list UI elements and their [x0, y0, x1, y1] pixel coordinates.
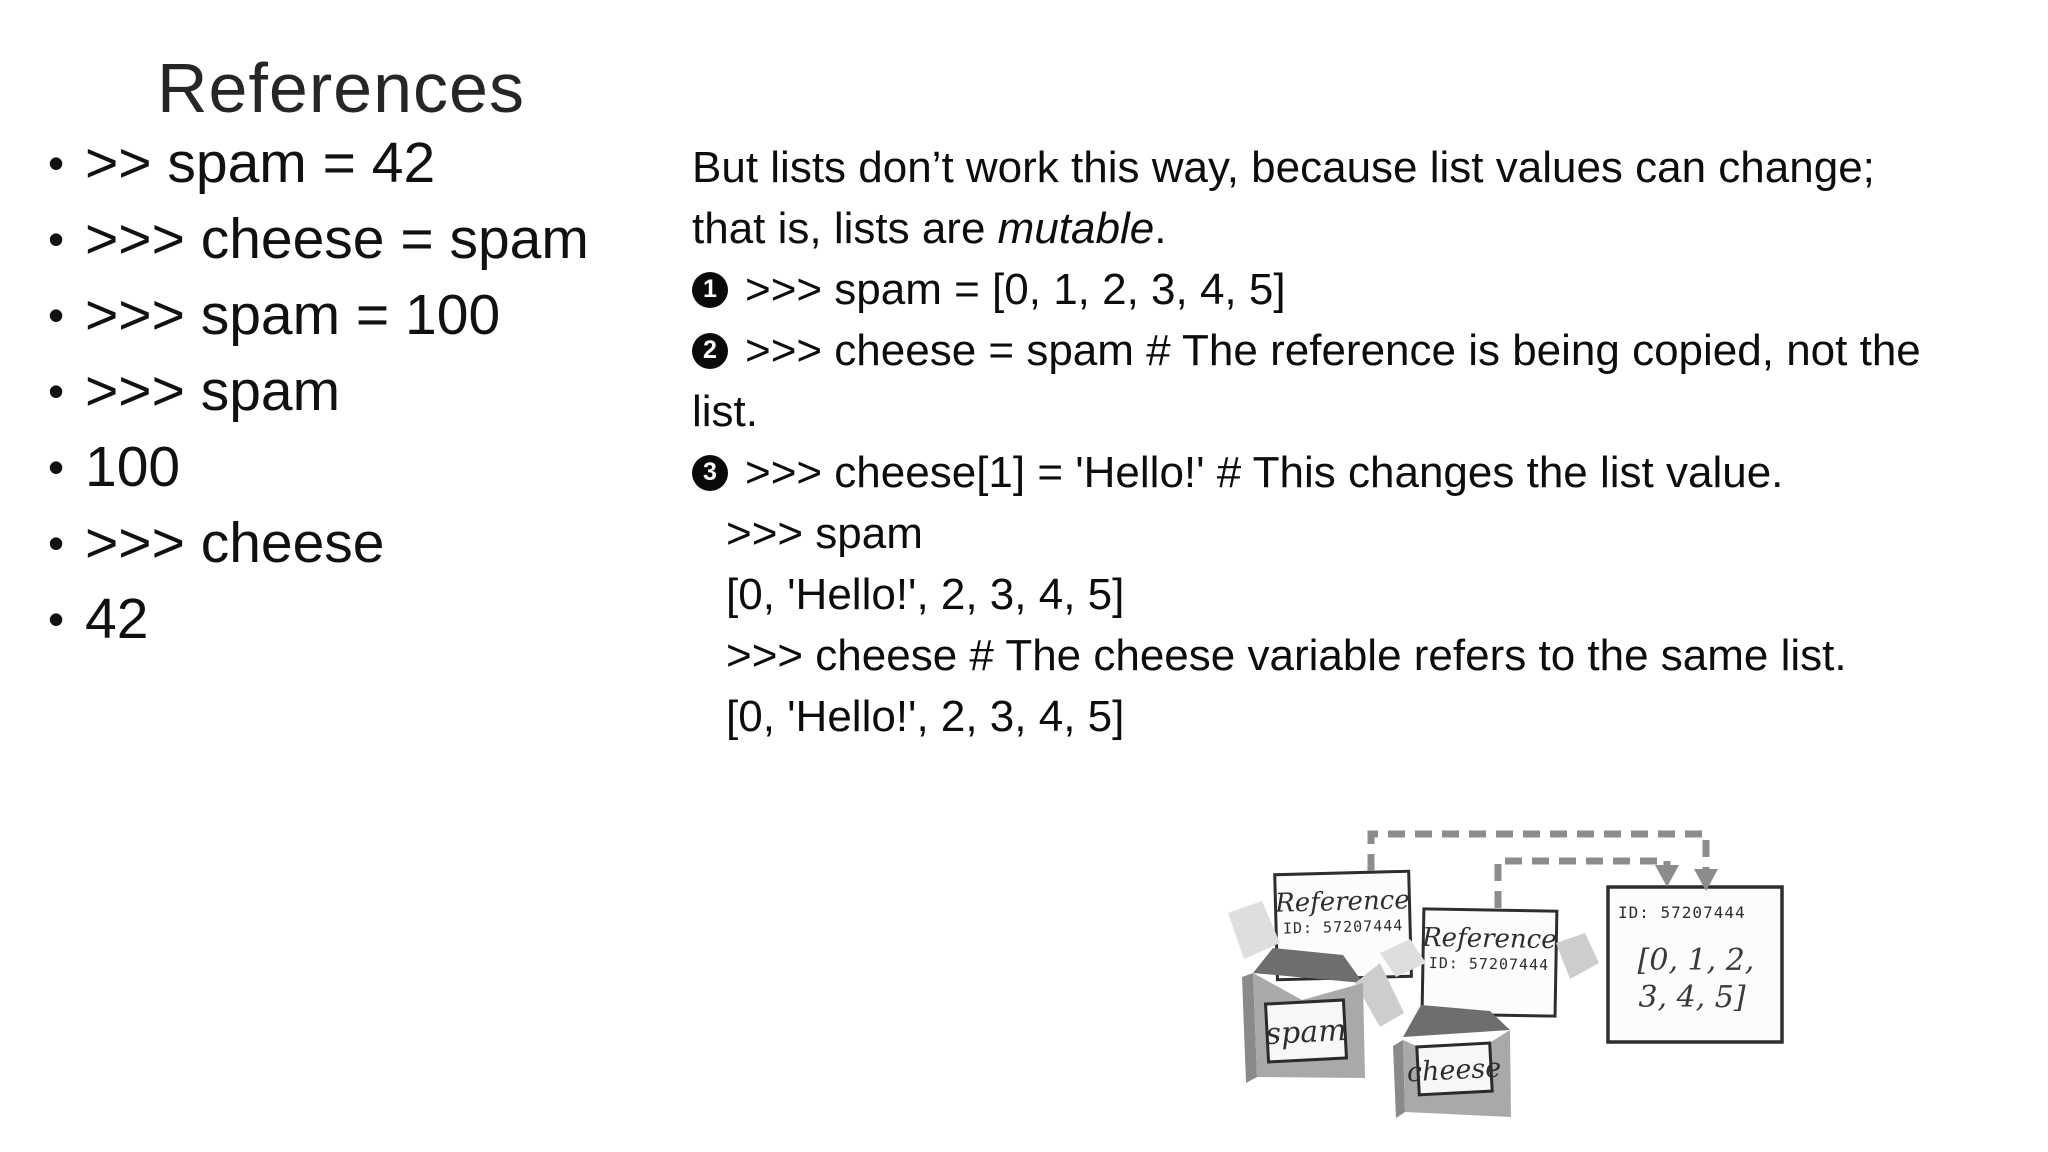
- references-diagram: Reference ID: 57207444 spam Reference I: [1228, 815, 1788, 1152]
- arrowhead-icon: [1655, 865, 1679, 887]
- code-output-line: [0, 'Hello!', 2, 3, 4, 5]: [726, 569, 1125, 619]
- bullet-text: 100: [85, 435, 181, 499]
- card-id: ID: 57207444: [1618, 903, 1746, 922]
- label-plate: [1415, 1041, 1494, 1097]
- intro-line-2: that is, lists are mutable.: [692, 203, 1167, 253]
- box-interior: [1253, 948, 1363, 983]
- bullet-text: >> spam = 42: [85, 131, 436, 195]
- intro-line-1: But lists don’t work this way, because l…: [692, 142, 1875, 192]
- box-side-face: [1242, 973, 1257, 1083]
- box-flap-left: [1380, 939, 1426, 977]
- box-flap-right: [1355, 963, 1404, 1027]
- label-text: cheese: [1406, 1053, 1502, 1089]
- card-id: ID: 57207444: [1429, 954, 1550, 974]
- cheese-reference-card: Reference ID: 57207444: [1420, 907, 1559, 1018]
- step-1-badge-icon: 1: [692, 271, 728, 308]
- label-text: spam: [1265, 1013, 1348, 1052]
- list-item: • >>> spam: [48, 353, 589, 429]
- bullet-icon: •: [48, 289, 65, 341]
- cheese-label: cheese: [1406, 1041, 1502, 1097]
- page-title: References: [157, 49, 525, 127]
- box-flap-left: [1228, 901, 1280, 959]
- box-flap-right: [1556, 933, 1599, 979]
- reference-arrows: [1367, 830, 1718, 908]
- list-id-card: ID: 57207444 [0, 1, 2, 3, 4, 5]: [1606, 885, 1784, 1044]
- code-output-line: >>> cheese # The cheese variable refers …: [726, 630, 1847, 680]
- bullet-icon: •: [48, 517, 65, 569]
- bullet-text: >>> cheese: [85, 511, 385, 575]
- bullet-icon: •: [48, 593, 65, 645]
- code-step-3: 3>>> cheese[1] = 'Hello!' # This changes…: [692, 442, 1921, 503]
- list-item: • 42: [48, 581, 589, 657]
- explanation-block: But lists don’t work this way, because l…: [692, 137, 1921, 747]
- code-step-2-wrap: list.: [692, 386, 758, 436]
- list-value-line-2: 3, 4, 5]: [1638, 980, 1745, 1015]
- emphasis-word: mutable: [997, 203, 1155, 253]
- bullet-icon: •: [48, 365, 65, 417]
- arrowhead-icon: [1694, 869, 1718, 891]
- references-diagram-svg: Reference ID: 57207444 spam Reference I: [1228, 830, 1784, 1118]
- bullet-text: >>> spam: [85, 359, 341, 423]
- list-item: • >>> spam = 100: [48, 277, 589, 353]
- bullet-text: >>> cheese = spam: [85, 207, 589, 271]
- bullet-text: 42: [85, 587, 149, 651]
- card-title: Reference: [1274, 885, 1410, 919]
- list-item: • 100: [48, 429, 589, 505]
- bullet-icon: •: [48, 137, 65, 189]
- list-item: • >> spam = 42: [48, 125, 589, 201]
- label-plate: [1263, 998, 1349, 1064]
- card-face: [1606, 885, 1784, 1044]
- bullet-text: >>> spam = 100: [85, 283, 501, 347]
- code-step-2: 2>>> cheese = spam # The reference is be…: [692, 320, 1921, 381]
- code-output-line: [0, 'Hello!', 2, 3, 4, 5]: [726, 691, 1125, 741]
- spam-label: spam: [1263, 998, 1349, 1064]
- code-output-line: >>> spam: [726, 508, 923, 558]
- cheese-reference-arrow-line: [1494, 857, 1671, 908]
- list-item: • >>> cheese: [48, 505, 589, 581]
- step-2-badge-icon: 2: [692, 332, 728, 369]
- list-value-line-1: [0, 1, 2,: [1638, 943, 1755, 978]
- cheese-box: cheese: [1380, 933, 1599, 1118]
- card-title: Reference: [1421, 923, 1557, 955]
- spam-box: spam: [1228, 901, 1404, 1083]
- code-step-1: 1>>> spam = [0, 1, 2, 3, 4, 5]: [692, 259, 1921, 320]
- bullet-icon: •: [48, 213, 65, 265]
- box-interior: [1403, 1005, 1510, 1037]
- console-bullet-list: • >> spam = 42 • >>> cheese = spam • >>> sp…: [48, 125, 589, 657]
- step-3-badge-icon: 3: [692, 454, 728, 491]
- list-item: • >>> cheese = spam: [48, 201, 589, 277]
- bullet-icon: •: [48, 441, 65, 493]
- spam-reference-arrow-line: [1367, 830, 1710, 871]
- card-id: ID: 57207444: [1283, 916, 1404, 937]
- box-side-face: [1393, 1040, 1405, 1118]
